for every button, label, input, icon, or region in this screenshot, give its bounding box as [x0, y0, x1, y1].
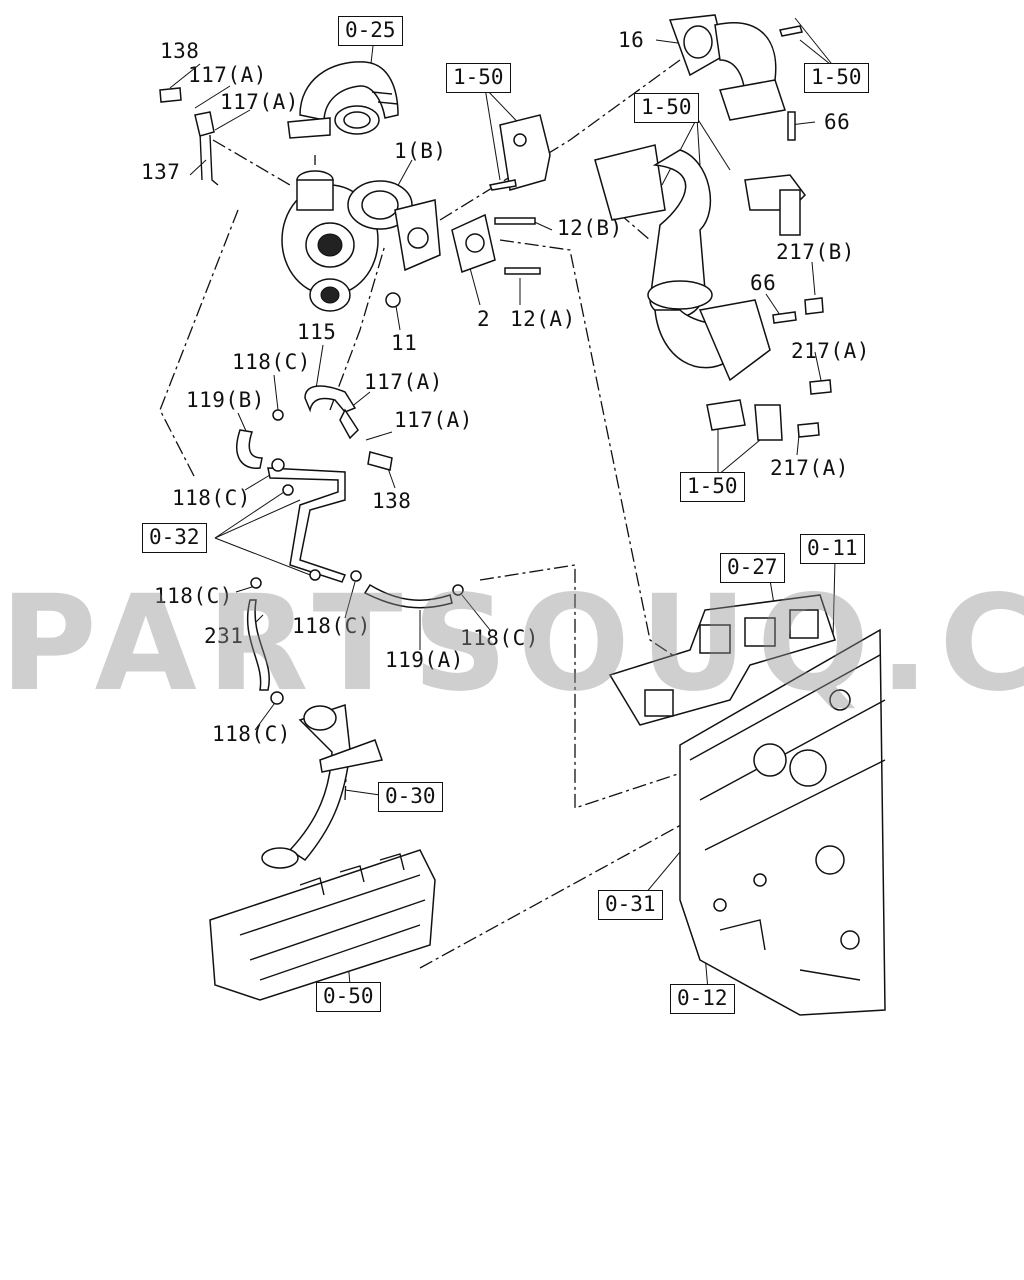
- part-label-66-mid: 66: [750, 271, 777, 295]
- engine-block: [679, 628, 886, 1016]
- part-label-138-top: 138: [160, 39, 200, 63]
- part-label-66-top: 66: [824, 110, 851, 134]
- part-label-118c-3: 118(C): [154, 584, 233, 608]
- ref-box-0-12[interactable]: 0-12: [670, 984, 735, 1014]
- part-label-117a-2: 117(A): [220, 90, 299, 114]
- part-label-12a: 12(A): [510, 307, 576, 331]
- ref-box-0-50[interactable]: 0-50: [316, 982, 381, 1012]
- part-label-119a: 119(A): [385, 648, 464, 672]
- part-label-117a-3: 117(A): [364, 370, 443, 394]
- part-label-118c-4: 118(C): [292, 614, 371, 638]
- ref-box-1-50-bottom[interactable]: 1-50: [680, 472, 745, 502]
- part-label-217b: 217(B): [776, 240, 855, 264]
- part-label-118c-2: 118(C): [172, 486, 251, 510]
- part-label-115: 115: [297, 320, 337, 344]
- part-label-117a-4: 117(A): [394, 408, 473, 432]
- part-label-117a-1: 117(A): [188, 63, 267, 87]
- part-label-119b: 119(B): [186, 388, 265, 412]
- part-label-137: 137: [141, 160, 181, 184]
- ref-box-1-50-top-left[interactable]: 1-50: [446, 63, 511, 93]
- oil-pipes: [159, 87, 464, 705]
- ref-box-0-32[interactable]: 0-32: [142, 523, 207, 553]
- part-label-11: 11: [391, 331, 418, 355]
- part-label-16: 16: [618, 28, 645, 52]
- outlet-elbow-16: [668, 14, 803, 141]
- part-label-217a-2: 217(A): [770, 456, 849, 480]
- ref-box-1-50-mid[interactable]: 1-50: [634, 93, 699, 123]
- elbow-pipe-0-25: [287, 61, 399, 139]
- part-label-2: 2: [477, 307, 491, 331]
- gasket-top: [488, 114, 551, 191]
- gasket-2: [451, 213, 541, 275]
- part-label-118c-1: 118(C): [232, 350, 311, 374]
- ref-box-0-25[interactable]: 0-25: [338, 16, 403, 46]
- part-label-12b: 12(B): [557, 216, 623, 240]
- part-label-118c-6: 118(C): [212, 722, 291, 746]
- ref-box-0-31[interactable]: 0-31: [598, 890, 663, 920]
- oil-cooler-0-50: [209, 849, 436, 1001]
- exhaust-manifold-0-27: [608, 594, 836, 726]
- turbocharger-1b: [281, 170, 441, 312]
- part-label-118c-5: 118(C): [460, 626, 539, 650]
- ref-box-0-30[interactable]: 0-30: [378, 782, 443, 812]
- part-label-138-mid: 138: [372, 489, 412, 513]
- ref-box-0-11[interactable]: 0-11: [800, 534, 865, 564]
- part-label-217a-1: 217(A): [791, 339, 870, 363]
- part-label-231: 231: [204, 624, 244, 648]
- ref-box-0-27[interactable]: 0-27: [720, 553, 785, 583]
- ref-box-1-50-top-right[interactable]: 1-50: [804, 63, 869, 93]
- exhaust-pipe: [594, 144, 832, 441]
- part-label-1b: 1(B): [394, 139, 447, 163]
- water-pipe-0-30: [261, 703, 383, 869]
